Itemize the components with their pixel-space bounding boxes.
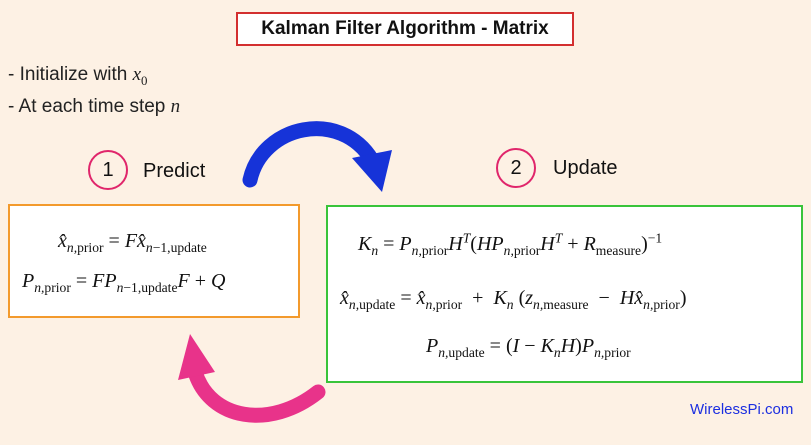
predict-to-update-arrowhead: [352, 150, 392, 192]
state-update-equation: x̂n,update = x̂n,prior + Kn (zn,measure …: [340, 287, 687, 312]
step-1-label: Predict: [143, 160, 206, 182]
kalman-gain-equation: Kn = Pn,priorHT(HPn,priorHT + Rmeasure)−…: [358, 230, 663, 258]
bullet-time-step: - At each time step n: [8, 96, 180, 118]
site-credit: WirelessPi.com: [690, 401, 794, 418]
predict-to-update-arrow: [242, 121, 380, 188]
predict-covariance-equation: Pn,prior = FPn−1,updateF + Q: [22, 270, 226, 295]
initial-state-symbol: x0: [132, 64, 148, 88]
predict-state-equation: x̂n,prior = Fx̂n−1,update: [58, 230, 207, 255]
time-step-symbol: n: [170, 96, 181, 117]
predict-box: x̂n,prior = Fx̂n−1,update Pn,prior = FPn…: [8, 204, 300, 318]
bullet-time-step-text: - At each time step: [8, 96, 166, 117]
title-box: Kalman Filter Algorithm - Matrix: [236, 12, 574, 46]
step-1-number: 1: [102, 158, 114, 181]
bullet-initialize: - Initialize with x0: [8, 64, 148, 88]
step-1-circle: 1: [88, 150, 128, 190]
bullet-initialize-text: - Initialize with: [8, 64, 128, 85]
diagram-title: Kalman Filter Algorithm - Matrix: [261, 18, 549, 39]
step-2-label: Update: [553, 157, 618, 179]
step-2-circle: 2: [496, 148, 536, 188]
update-box: Kn = Pn,priorHT(HPn,priorHT + Rmeasure)−…: [326, 205, 803, 383]
covariance-update-equation: Pn,update = (I − KnH)Pn,prior: [426, 335, 631, 360]
update-to-predict-arrowhead: [178, 334, 215, 380]
update-to-predict-arrow: [187, 364, 326, 423]
step-2-number: 2: [510, 156, 522, 179]
